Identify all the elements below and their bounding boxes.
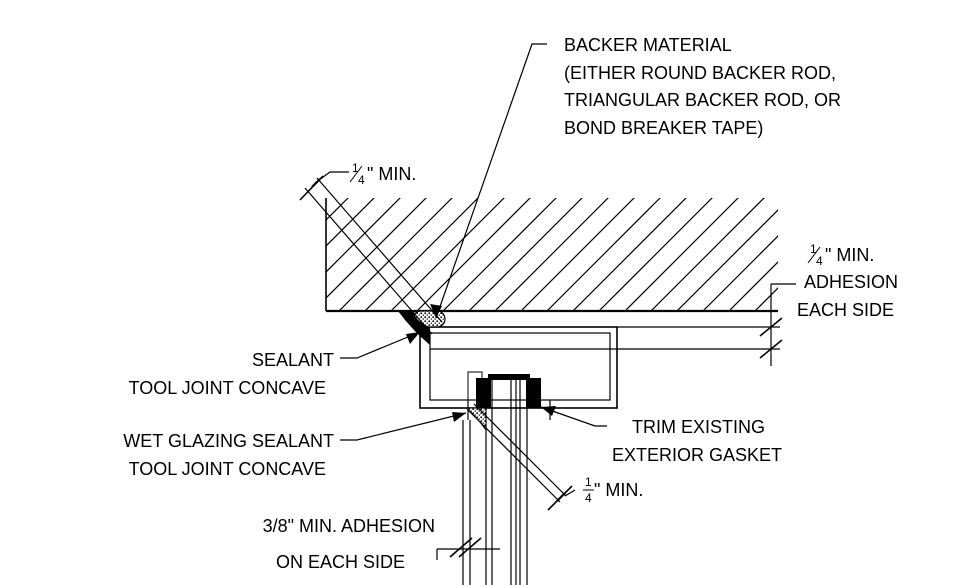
svg-text:1: 1 [352,161,359,175]
label-adhesion-bottom: 3/8" MIN. ADHESION ON EACH SIDE [263,516,435,572]
leader-lines [314,43,607,497]
label-min-lower: 1 4 " MIN. [583,475,643,505]
substrate-wall [325,198,778,313]
window-frame [419,326,618,420]
svg-text:EXTERIOR GASKET: EXTERIOR GASKET [612,445,782,465]
svg-text:TRIM EXISTING: TRIM EXISTING [632,417,765,437]
svg-text:" MIN.: " MIN. [367,164,416,184]
label-min-top: 1 4 " MIN. [349,161,416,187]
leader-arrowheads [406,304,556,422]
label-adhesion-right: 1 4 " MIN. ADHESION EACH SIDE [797,242,898,320]
glazing-gaskets [467,371,541,411]
svg-text:4: 4 [358,173,365,187]
svg-text:ON EACH SIDE: ON EACH SIDE [276,552,405,572]
svg-text:WET GLAZING SEALANT: WET GLAZING SEALANT [123,431,334,451]
label-backer-material: BACKER MATERIAL (EITHER ROUND BACKER ROD… [564,35,841,138]
svg-text:3/8" MIN. ADHESION: 3/8" MIN. ADHESION [263,516,435,536]
svg-text:SEALANT: SEALANT [252,350,334,370]
label-trim-gasket: TRIM EXISTING EXTERIOR GASKET [612,417,782,465]
svg-text:1: 1 [585,475,592,489]
svg-text:EACH SIDE: EACH SIDE [797,300,894,320]
dimension-adhesion-bottom [436,537,500,560]
perimeter-sealant [398,311,430,345]
dimension-sealant-lower [467,403,573,511]
svg-text:(EITHER ROUND BACKER ROD,: (EITHER ROUND BACKER ROD, [564,63,836,83]
label-wet-glazing: WET GLAZING SEALANT TOOL JOINT CONCAVE [123,431,334,479]
dimension-adhesion-right [430,283,796,366]
svg-text:ADHESION: ADHESION [804,272,898,292]
svg-text:4: 4 [585,491,592,505]
svg-text:" MIN.: " MIN. [825,245,874,265]
svg-text:TOOL JOINT CONCAVE: TOOL JOINT CONCAVE [129,378,326,398]
label-sealant: SEALANT TOOL JOINT CONCAVE [129,350,334,398]
svg-text:1: 1 [810,242,817,256]
svg-text:4: 4 [816,254,823,268]
svg-text:BACKER MATERIAL: BACKER MATERIAL [564,35,732,55]
svg-text:BOND BREAKER TAPE): BOND BREAKER TAPE) [564,118,763,138]
svg-text:TOOL JOINT CONCAVE: TOOL JOINT CONCAVE [129,459,326,479]
svg-text:TRIANGULAR BACKER ROD, OR: TRIANGULAR BACKER ROD, OR [564,90,841,110]
svg-text:" MIN.: " MIN. [594,480,643,500]
